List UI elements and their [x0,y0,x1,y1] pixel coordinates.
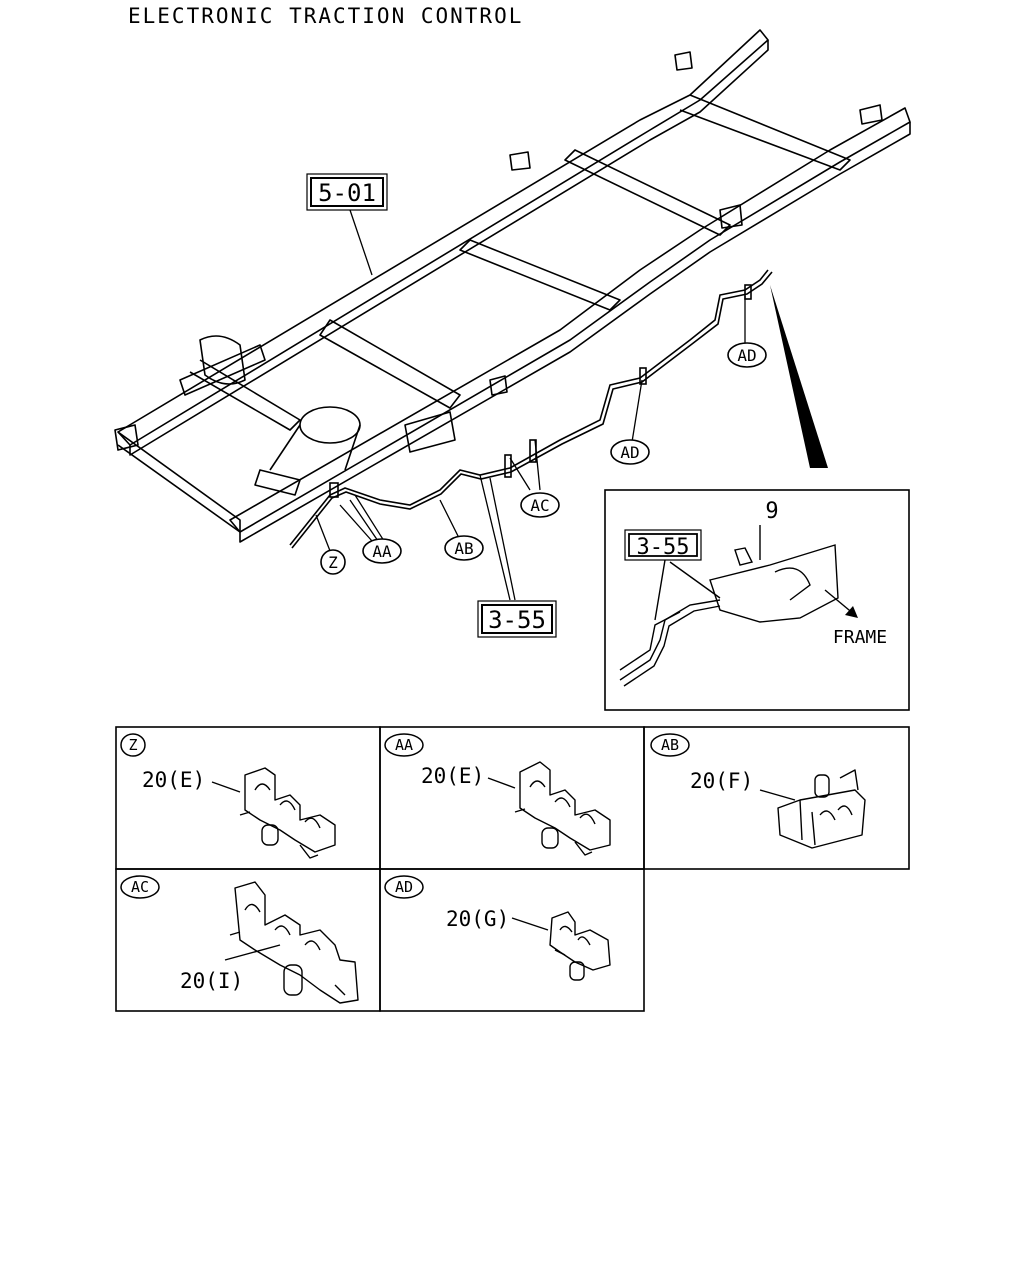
vehicle-frame-drawing [114,29,911,543]
callout-circles [320,342,767,575]
bolt-number: 9 [765,499,778,524]
panel-ac-code: AC [131,878,149,896]
clip-20i-drawing-ac [224,881,359,1004]
panel-z-code: Z [128,736,137,754]
inset-pointer [770,285,828,468]
inset-detail: 3-55 9 FRAME [604,489,910,711]
panel-ab-part: 20(F) [690,769,753,793]
clip-20g-drawing-ad [511,911,611,981]
page-title: ELECTRONIC TRACTION CONTROL [128,4,524,28]
callout-aa: AA [372,542,392,561]
clip-20e-drawing-z [211,767,336,859]
reference-boxes [306,173,557,638]
clip-20f-drawing-ab [759,769,866,849]
panel-aa-code: AA [395,736,413,754]
callout-z: Z [328,553,338,572]
panel-ab-code: AB [661,736,679,754]
callout-ad-upper: AD [737,346,756,365]
callout-ac: AC [530,496,549,515]
frame-direction-label: FRAME [833,627,887,648]
panel-ad-code: AD [395,878,413,896]
leader-lines [315,209,746,601]
panel-ad-part: 20(G) [446,907,509,931]
callout-ad-lower: AD [620,443,639,462]
frame-reference-label: 5-01 [318,179,376,207]
parts-panel-grid [115,726,910,1012]
panel-aa-part: 20(E) [421,764,484,788]
inset-pipe-reference: 3-55 [637,535,690,560]
pipe-reference-label: 3-55 [488,606,546,634]
panel-ac-part: 20(I) [180,969,243,993]
clip-20e-drawing-aa [487,761,611,856]
callout-ab: AB [454,539,473,558]
panel-z-part: 20(E) [142,768,205,792]
